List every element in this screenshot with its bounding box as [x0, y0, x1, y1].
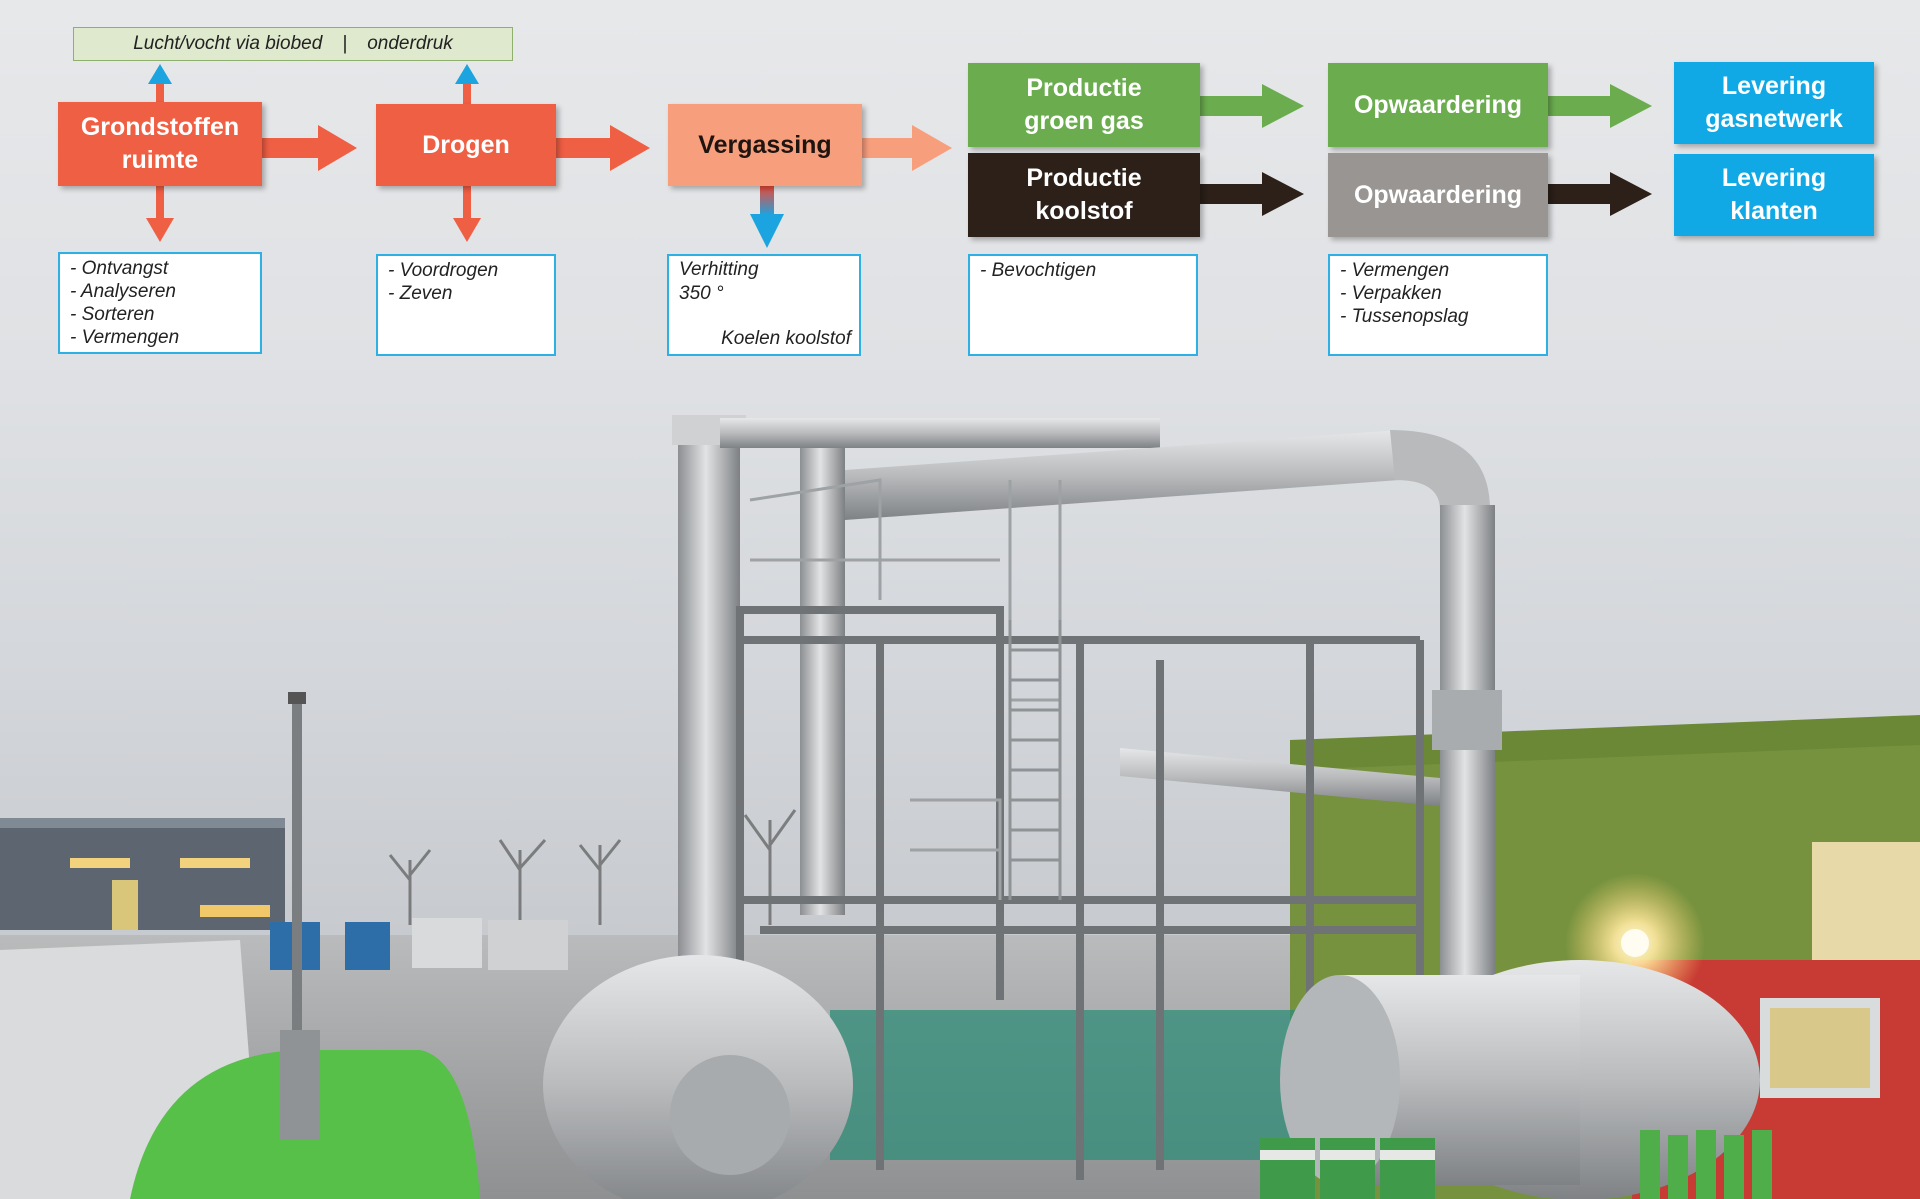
productie-gas-line1: Productie	[1026, 74, 1142, 102]
drogen-box: Drogen	[376, 104, 556, 186]
note-item: - Voordrogen	[388, 260, 499, 281]
note-item: - Zeven	[388, 283, 453, 304]
grondstoffen-box: Grondstoffen ruimte	[58, 102, 262, 186]
note-item: - Verpakken	[1340, 283, 1442, 304]
productie-gas-line2: groen gas	[1024, 107, 1144, 135]
opwaardering-koolstof-box: Opwaardering	[1328, 153, 1548, 237]
vergassing-box: Vergassing	[668, 104, 862, 186]
opwaardering-notes: - Vermengen - Verpakken - Tussenopslag	[1328, 254, 1548, 356]
cooling-label: Koelen koolstof	[721, 328, 851, 349]
levering-gasnetwerk-box: Levering gasnetwerk	[1674, 62, 1874, 144]
underpressure-label: onderdruk	[367, 33, 453, 54]
grondstoffen-line2: ruimte	[121, 146, 199, 174]
arrow-2	[556, 125, 650, 171]
vergassing-label: Vergassing	[698, 130, 832, 159]
grondstoffen-notes: - Ontvangst - Analyseren - Sorteren - Ve…	[58, 252, 262, 354]
note-item: - Tussenopslag	[1340, 306, 1469, 327]
arrow-1	[262, 125, 357, 171]
levering-klanten-line2: klanten	[1730, 197, 1818, 225]
note-item: - Vermengen	[70, 327, 180, 348]
productie-koolstof-line1: Productie	[1026, 164, 1142, 192]
drogen-label: Drogen	[422, 130, 510, 159]
arrow-green-2	[1548, 84, 1652, 128]
arrow-dark-1	[1200, 172, 1304, 216]
arrow-dark-2	[1548, 172, 1652, 216]
productie-koolstof-line2: koolstof	[1035, 197, 1133, 225]
levering-gasnetwerk-line1: Levering	[1721, 72, 1827, 100]
opwaardering-gas-label: Opwaardering	[1353, 90, 1523, 119]
productie-koolstof-box: Productie koolstof	[968, 153, 1200, 237]
arrow-3	[862, 125, 952, 171]
note-item: - Sorteren	[70, 304, 155, 325]
opwaardering-gas-box: Opwaardering	[1328, 63, 1548, 147]
grondstoffen-line1: Grondstoffen	[80, 113, 240, 141]
levering-gasnetwerk-line2: gasnetwerk	[1705, 105, 1843, 133]
temperature-label: 350 °	[679, 283, 724, 304]
note-item: - Bevochtigen	[980, 260, 1097, 281]
air-moisture-note: Lucht/vocht via biobed | onderdruk	[73, 27, 513, 61]
note-item: - Analyseren	[70, 281, 176, 302]
vergassing-notes: Verhitting 350 ° Koelen koolstof	[667, 254, 861, 356]
levering-klanten-box: Levering klanten	[1674, 154, 1874, 236]
drogen-notes: - Voordrogen - Zeven	[376, 254, 556, 356]
note-item: - Vermengen	[1340, 260, 1450, 281]
note-separator: |	[342, 33, 348, 54]
heating-label: Verhitting	[679, 259, 759, 280]
productie-notes: - Bevochtigen	[968, 254, 1198, 356]
levering-klanten-line1: Levering	[1721, 164, 1827, 192]
air-moisture-label: Lucht/vocht via biobed	[133, 33, 323, 54]
productie-groen-gas-box: Productie groen gas	[968, 63, 1200, 147]
note-item: - Ontvangst	[70, 258, 169, 279]
arrow-green-1	[1200, 84, 1304, 128]
opwaardering-koolstof-label: Opwaardering	[1353, 180, 1523, 209]
